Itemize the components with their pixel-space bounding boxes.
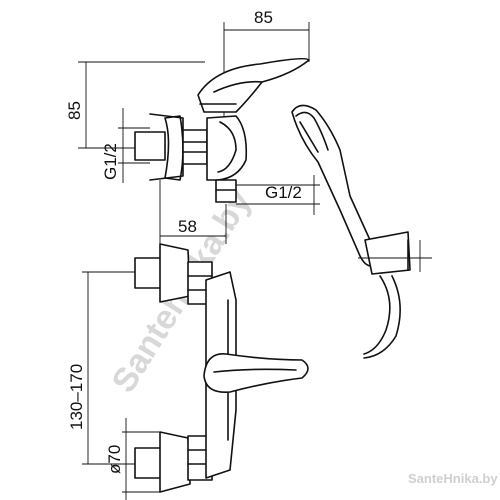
dim-inlet-spacing: 130–170 [67, 364, 86, 430]
hand-shower [291, 104, 432, 359]
dim-inlet-thread: G1/2 [101, 143, 120, 180]
side-view: 85 85 G1/2 G1/2 [65, 8, 320, 244]
front-view: 130–170 ø70 [67, 243, 309, 500]
dim-outlet-thread: G1/2 [265, 183, 302, 202]
dim-depth: 58 [178, 217, 197, 236]
dim-top-height: 85 [65, 101, 84, 120]
dim-rosette-diameter: ø70 [105, 445, 124, 474]
watermark-corner-text: SanteHnika.by [408, 471, 498, 486]
dim-top-width: 85 [254, 8, 273, 27]
